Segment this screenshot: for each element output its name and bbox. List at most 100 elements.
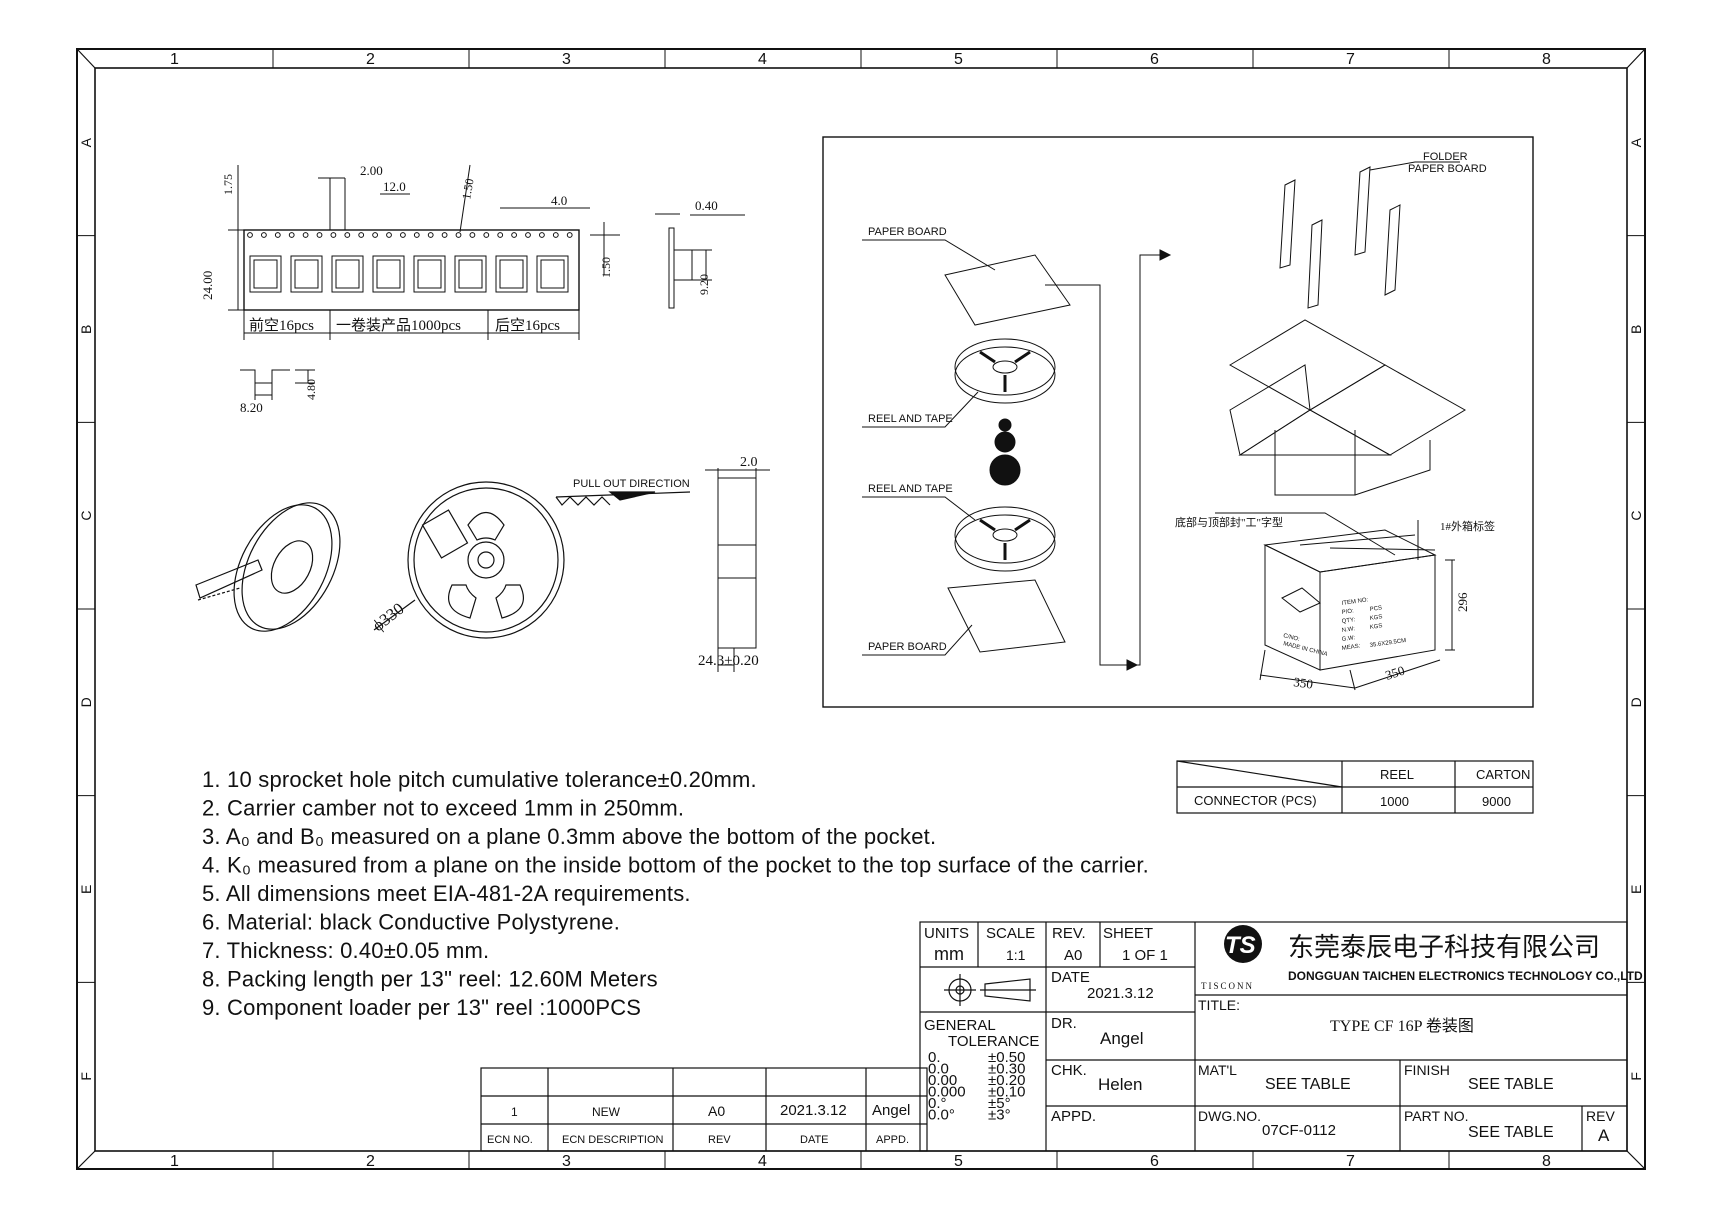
tb-finish: SEE TABLE [1468, 1076, 1554, 1093]
tb-matl-label: MAT'L [1198, 1062, 1237, 1078]
grid-col-bottom-6: 6 [1150, 1153, 1159, 1170]
tape-pocket [249, 255, 282, 293]
note-line: 6. Material: black Conductive Polystyren… [202, 910, 620, 935]
grid-col-top-7: 7 [1346, 51, 1355, 68]
sprocket-hole [330, 232, 337, 238]
company-logo: TS TISCONN [1201, 925, 1262, 991]
carrier-tape-drawing [228, 164, 745, 400]
grid-col-top-6: 6 [1150, 51, 1159, 68]
segment-product: 一卷装产品1000pcs [336, 317, 461, 334]
tape-pocket-inner [376, 259, 401, 289]
qty-reel-value: 1000 [1380, 794, 1409, 809]
grid-col-bottom-4: 4 [758, 1153, 767, 1170]
title-block-text: UNITS mm SCALE 1:1 REV. A0 SHEET 1 OF 1 … [924, 925, 1643, 1145]
dim-1-75: 1.75 [221, 174, 235, 195]
sprocket-hole [497, 232, 504, 238]
sprocket-hole [288, 232, 295, 238]
carton-label-value: PCS [1369, 605, 1382, 613]
tape-pocket-inner [335, 259, 360, 289]
dim-4-0: 4.0 [551, 193, 567, 208]
grid-ticks [77, 49, 1645, 1169]
logo-letters: TS [1225, 932, 1256, 959]
tape-pocket [413, 255, 446, 293]
rev-label-ecn-no: ECN NO. [487, 1134, 533, 1146]
carton-label-line: MEAS: [1341, 643, 1361, 652]
carton-width-dim-2: 350 [1383, 663, 1406, 683]
carton-width-dim-1: 350 [1293, 674, 1314, 692]
label-paper-board-top: PAPER BOARD [1408, 163, 1487, 175]
tb-rev2-label: REV [1586, 1108, 1615, 1124]
rev-ecn-no: 1 [511, 1105, 518, 1119]
quantity-table-text: REEL CARTON CONNECTOR (PCS) 1000 9000 [1194, 767, 1530, 809]
tb-chk: Helen [1098, 1075, 1142, 1094]
tb-tolerance-rows: 0.±0.500.0±0.300.00±0.200.000±0.100.°±5°… [928, 1049, 1025, 1124]
qty-col-carton: CARTON [1476, 767, 1530, 782]
tb-units-label: UNITS [924, 925, 969, 942]
sprocket-hole [344, 232, 351, 238]
sprocket-hole [539, 232, 545, 238]
sprocket-hole [261, 232, 267, 238]
packing-labels: FOLDER PAPER BOARD PAPER BOARD REEL AND … [868, 151, 1495, 692]
grid-row-right-E: E [1628, 885, 1644, 894]
tape-pocket [372, 255, 405, 293]
label-reel-tape-1: REEL AND TAPE [868, 413, 953, 425]
tb-rev: A0 [1064, 947, 1082, 964]
grid-row-left-A: A [78, 137, 94, 147]
tape-pockets [249, 255, 569, 293]
revision-table [480, 1067, 928, 1152]
note-line: 2. Carrier camber not to exceed 1mm in 2… [202, 796, 684, 821]
rev-label-rev: REV [708, 1134, 731, 1146]
grid-row-right-F: F [1628, 1072, 1644, 1081]
grid-row-left-C: C [78, 511, 94, 521]
sprocket-hole [302, 232, 309, 238]
label-folder: FOLDER [1423, 151, 1468, 163]
tolerance-value: ±0.50 [988, 1049, 1025, 1066]
tape-pocket-inner [417, 259, 442, 289]
qty-carton-value: 9000 [1482, 794, 1511, 809]
tolerance-value: ±3° [988, 1107, 1011, 1124]
general-notes: 1. 10 sprocket hole pitch cumulative tol… [202, 767, 1149, 1020]
note-line: 8. Packing length per 13" reel: 12.60M M… [202, 967, 658, 992]
rev-label-ecn-desc: ECN DESCRIPTION [562, 1134, 664, 1146]
reel-front-view [373, 481, 691, 639]
revision-table-text: 1 NEW A0 2021.3.12 Angel ECN NO. ECN DES… [487, 1102, 910, 1146]
carton-label-line: N.W: [1341, 626, 1355, 634]
label-paper-board-2: PAPER BOARD [868, 641, 947, 653]
note-line: 9. Component loader per 13" reel :1000PC… [202, 995, 641, 1020]
carton-label-value: KGS [1369, 614, 1382, 622]
tolerance-format: 0.0 [928, 1061, 949, 1078]
sprocket-hole [358, 232, 365, 238]
sprocket-hole [427, 232, 434, 238]
rev-ecn-desc: NEW [592, 1105, 621, 1119]
qty-row-label: CONNECTOR (PCS) [1194, 793, 1317, 808]
carton-label-value: 35.6X29.5CM [1369, 638, 1406, 649]
grid-row-right-B: B [1628, 325, 1644, 334]
grid-col-bottom-5: 5 [954, 1153, 963, 1170]
label-paper-board-1: PAPER BOARD [868, 226, 947, 238]
tape-pocket-inner [458, 259, 483, 289]
tape-pocket [331, 255, 364, 293]
sprocket-hole [455, 232, 462, 238]
tape-pocket-inner [294, 259, 319, 289]
tb-rev2: A [1598, 1126, 1610, 1145]
tb-part-label: PART NO. [1404, 1108, 1469, 1124]
tb-units: mm [934, 944, 964, 964]
sprocket-hole [469, 232, 476, 238]
tolerance-value: ±0.30 [988, 1061, 1025, 1078]
grid-row-right-A: A [1628, 137, 1644, 147]
grid-col-bottom-3: 3 [562, 1153, 571, 1170]
tolerance-format: 0.° [928, 1095, 947, 1112]
tolerance-value: ±5° [988, 1095, 1011, 1112]
tb-company-en: DONGGUAN TAICHEN ELECTRONICS TECHNOLOGY … [1288, 969, 1643, 983]
rev-appd: Angel [872, 1102, 910, 1119]
pull-out-direction: PULL OUT DIRECTION [573, 478, 690, 490]
sprocket-hole [511, 232, 517, 238]
label-carton-label-note: 1#外箱标签 [1440, 519, 1495, 533]
tb-dr-label: DR. [1051, 1015, 1077, 1032]
grid-col-bottom-7: 7 [1346, 1153, 1355, 1170]
grid-row-left-D: D [78, 697, 94, 707]
sprocket-hole [386, 232, 392, 238]
grid-col-top-2: 2 [366, 51, 375, 68]
tb-title: TYPE CF 16P 卷装图 [1330, 1017, 1474, 1035]
dim-9-20: 9.20 [697, 274, 711, 295]
